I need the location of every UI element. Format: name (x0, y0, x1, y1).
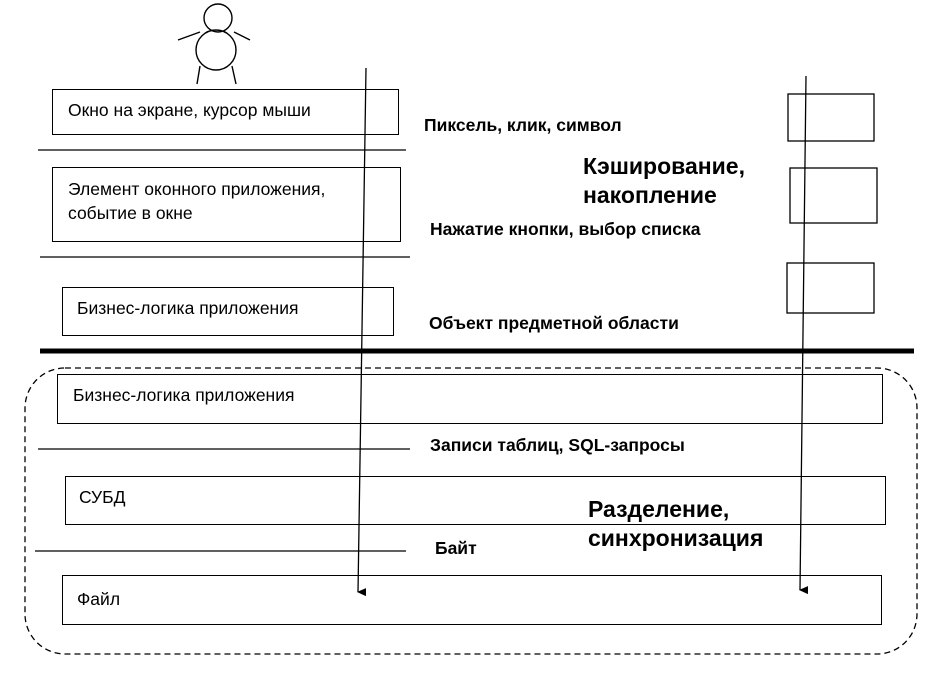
layer-window-screen (52, 89, 399, 135)
layer-dbms-label: СУБД (79, 487, 126, 507)
interface-label-button-press: Нажатие кнопки, выбор списка (430, 219, 701, 239)
caching-label-line2: накопление (583, 182, 717, 208)
interface-label-byte: Байт (435, 538, 477, 558)
layer-client-business-logic (62, 287, 394, 336)
separation-label-line2: синхронизация (588, 525, 764, 551)
request-flow-arrow (357, 67, 367, 597)
cached-request-flow-arrow (799, 75, 809, 595)
layer-dbms (65, 476, 886, 525)
layer-server-business-logic-label: Бизнес-логика приложения (73, 385, 295, 405)
cache-box (786, 262, 875, 314)
layer-file (62, 575, 882, 625)
cache-box (789, 167, 878, 224)
layer-file-label: Файл (77, 589, 121, 609)
interface-label-domain-object: Объект предметной области (429, 313, 679, 333)
layer-client-business-logic-label: Бизнес-логика приложения (77, 298, 299, 318)
layer-window-application-element-label: Элемент оконного приложения, (68, 179, 326, 199)
cache-box (787, 93, 875, 142)
interface-label-pixel-click-symbol: Пиксель, клик, символ (424, 115, 622, 135)
stick-figure-user-icon (177, 3, 251, 85)
layer-window-application-element-label-line2: событие в окне (68, 203, 193, 223)
server-region-dashed-outline (24, 367, 918, 655)
layer-window-application-element (52, 167, 401, 242)
layer-window-screen-label: Окно на экране, курсор мыши (68, 100, 311, 120)
layer-server-business-logic (57, 374, 883, 424)
separation-label: Разделение, (588, 496, 730, 522)
interface-label-table-records-sql: Записи таблиц, SQL-запросы (430, 435, 685, 455)
caching-label: Кэширование, (583, 153, 745, 179)
